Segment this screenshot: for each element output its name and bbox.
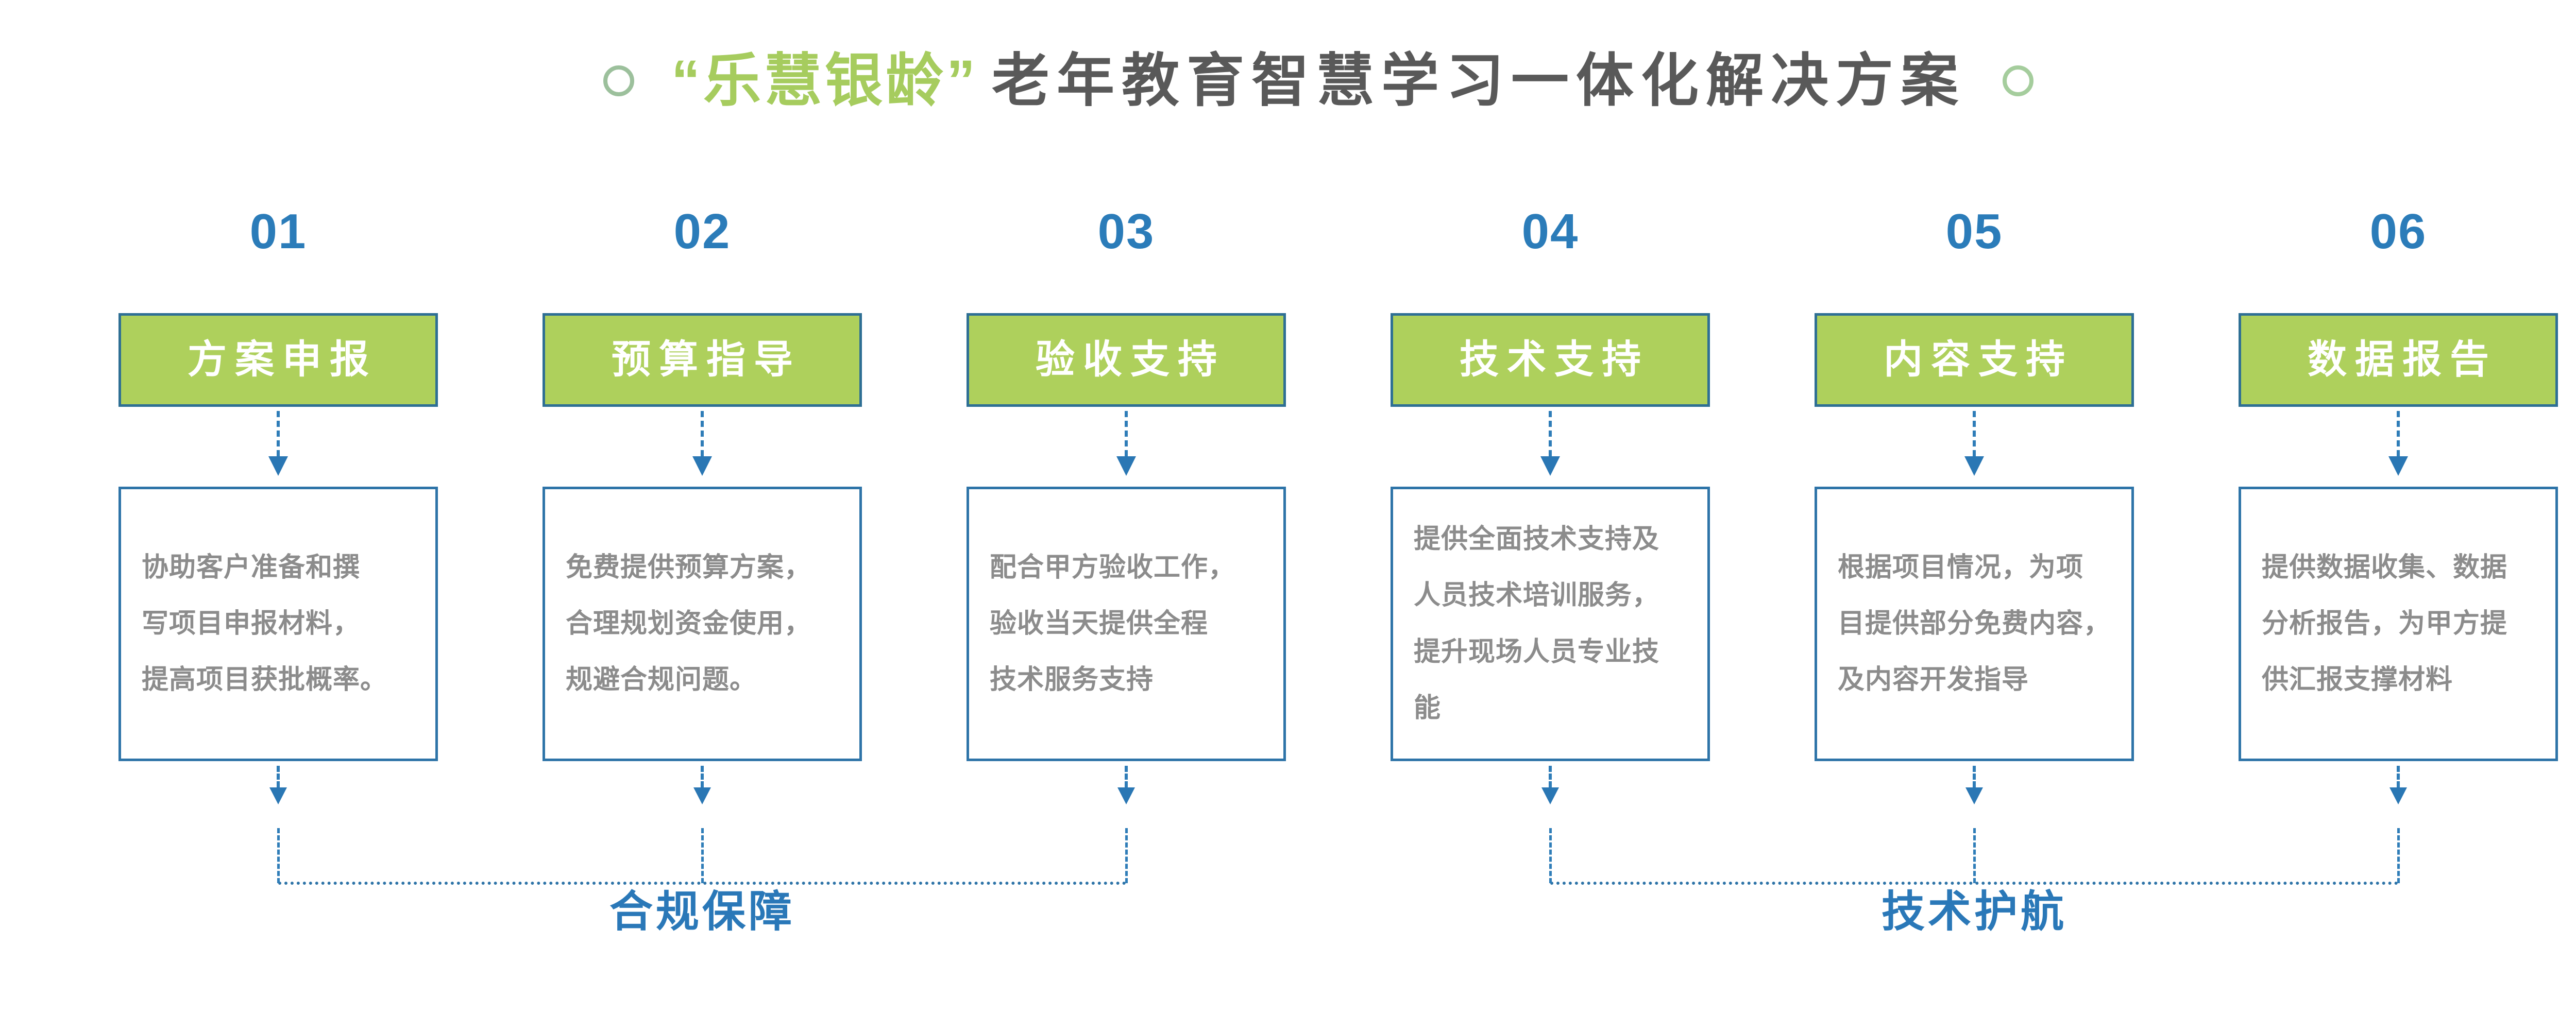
- arrow-down-icon: [269, 766, 287, 804]
- step-description-box: 根据项目情况，为项 目提供部分免费内容， 及内容开发指导: [1815, 487, 2134, 761]
- step-number: 02: [673, 204, 731, 259]
- step-description: 免费提供预算方案， 合理规划资金使用， 规避合规问题。: [566, 552, 812, 695]
- arrow-dash: [701, 411, 704, 456]
- arrow-dash: [1125, 411, 1128, 456]
- bracket-stub: [1549, 828, 1552, 883]
- step-description-box: 免费提供预算方案， 合理规划资金使用， 规避合规问题。: [543, 487, 862, 761]
- arrow-down-icon: [1541, 766, 1559, 804]
- arrow-head: [1116, 456, 1136, 476]
- arrow-down-icon: [692, 411, 712, 476]
- page-title: “乐慧银龄”老年教育智慧学习一体化解决方案: [671, 46, 1965, 115]
- step-description: 提供数据收集、数据 分析报告，为甲方提 供汇报支撑材料: [2262, 552, 2508, 695]
- group-label-technology: 技术护航: [1881, 887, 2067, 936]
- arrow-down-icon: [1540, 411, 1560, 476]
- step-number: 03: [1097, 204, 1155, 259]
- step-header-box: 内容支持: [1815, 313, 2134, 407]
- step-description: 提供全面技术支持及 人员技术培训服务， 提升现场人员专业技 能: [1414, 524, 1660, 723]
- step-description-box: 配合甲方验收工作， 验收当天提供全程 技术服务支持: [967, 487, 1286, 761]
- step-number: 01: [249, 204, 307, 259]
- step-description-box: 提供数据收集、数据 分析报告，为甲方提 供汇报支撑材料: [2239, 487, 2558, 761]
- step-header-box: 方案申报: [118, 313, 438, 407]
- arrow-dash: [2397, 766, 2400, 787]
- bracket-stub: [277, 828, 280, 883]
- decorative-circle-left-icon: [603, 65, 634, 96]
- step-number: 04: [1521, 204, 1579, 259]
- title-rest: 老年教育智慧学习一体化解决方案: [992, 48, 1965, 113]
- bracket-stub: [2397, 828, 2400, 883]
- arrow-dash: [701, 766, 704, 787]
- arrow-down-icon: [693, 766, 711, 804]
- arrow-dash: [1125, 766, 1128, 787]
- step-header-label: 方案申报: [188, 338, 377, 382]
- bracket-stub: [701, 828, 704, 883]
- step-header-label: 技术支持: [1460, 338, 1649, 382]
- arrow-dash: [1973, 766, 1976, 787]
- arrow-head: [1965, 787, 1983, 804]
- step-number: 05: [1945, 204, 2003, 259]
- arrow-head: [1540, 456, 1560, 476]
- arrow-head: [269, 787, 287, 804]
- step-column-2: 02 预算指导 免费提供预算方案， 合理规划资金使用， 规避合规问题。: [543, 207, 862, 804]
- step-description: 根据项目情况，为项 目提供部分免费内容， 及内容开发指导: [1838, 552, 2111, 695]
- step-header-box: 技术支持: [1391, 313, 1710, 407]
- group-bracket-compliance: [277, 828, 1128, 885]
- arrow-head: [1964, 456, 1984, 476]
- step-description: 协助客户准备和撰 写项目申报材料， 提高项目获批概率。: [142, 552, 388, 695]
- step-column-1: 01 方案申报 协助客户准备和撰 写项目申报材料， 提高项目获批概率。: [118, 207, 438, 804]
- bracket-stub: [1973, 828, 1976, 883]
- group-bracket-technology: [1549, 828, 2400, 885]
- step-description: 配合甲方验收工作， 验收当天提供全程 技术服务支持: [990, 552, 1236, 695]
- arrow-down-icon: [1116, 411, 1136, 476]
- step-column-6: 06 数据报告 提供数据收集、数据 分析报告，为甲方提 供汇报支撑材料: [2239, 207, 2558, 804]
- group-label-compliance: 合规保障: [609, 887, 795, 936]
- arrow-down-icon: [2388, 411, 2408, 476]
- step-header-box: 验收支持: [967, 313, 1286, 407]
- step-column-5: 05 内容支持 根据项目情况，为项 目提供部分免费内容， 及内容开发指导: [1815, 207, 2134, 804]
- arrow-head: [2388, 456, 2408, 476]
- arrow-down-icon: [2389, 766, 2407, 804]
- step-number: 06: [2369, 204, 2427, 259]
- arrow-dash: [277, 411, 280, 456]
- arrow-dash: [277, 766, 280, 787]
- step-header-box: 预算指导: [543, 313, 862, 407]
- step-column-3: 03 验收支持 配合甲方验收工作， 验收当天提供全程 技术服务支持: [967, 207, 1286, 804]
- arrow-down-icon: [1964, 411, 1984, 476]
- arrow-dash: [1549, 766, 1552, 787]
- step-header-box: 数据报告: [2239, 313, 2558, 407]
- arrow-down-icon: [1117, 766, 1135, 804]
- bracket-stub: [1125, 828, 1128, 883]
- arrow-dash: [1549, 411, 1552, 456]
- arrow-dash: [1973, 411, 1976, 456]
- decorative-circle-right-icon: [2003, 65, 2033, 96]
- arrow-head: [1117, 787, 1135, 804]
- arrow-head: [1541, 787, 1559, 804]
- arrow-down-icon: [1965, 766, 1983, 804]
- arrow-head: [693, 787, 711, 804]
- arrow-head: [268, 456, 288, 476]
- step-column-4: 04 技术支持 提供全面技术支持及 人员技术培训服务， 提升现场人员专业技 能: [1391, 207, 1710, 804]
- arrow-head: [2389, 787, 2407, 804]
- arrow-down-icon: [268, 411, 288, 476]
- step-description-box: 提供全面技术支持及 人员技术培训服务， 提升现场人员专业技 能: [1391, 487, 1710, 761]
- brand-name: “乐慧银龄”: [671, 48, 978, 113]
- step-header-label: 预算指导: [612, 338, 801, 382]
- step-header-label: 验收支持: [1036, 338, 1225, 382]
- step-description-box: 协助客户准备和撰 写项目申报材料， 提高项目获批概率。: [118, 487, 438, 761]
- arrow-head: [692, 456, 712, 476]
- arrow-dash: [2397, 411, 2400, 456]
- title-row: “乐慧银龄”老年教育智慧学习一体化解决方案: [0, 37, 2576, 125]
- step-header-label: 数据报告: [2308, 338, 2497, 382]
- step-header-label: 内容支持: [1884, 338, 2073, 382]
